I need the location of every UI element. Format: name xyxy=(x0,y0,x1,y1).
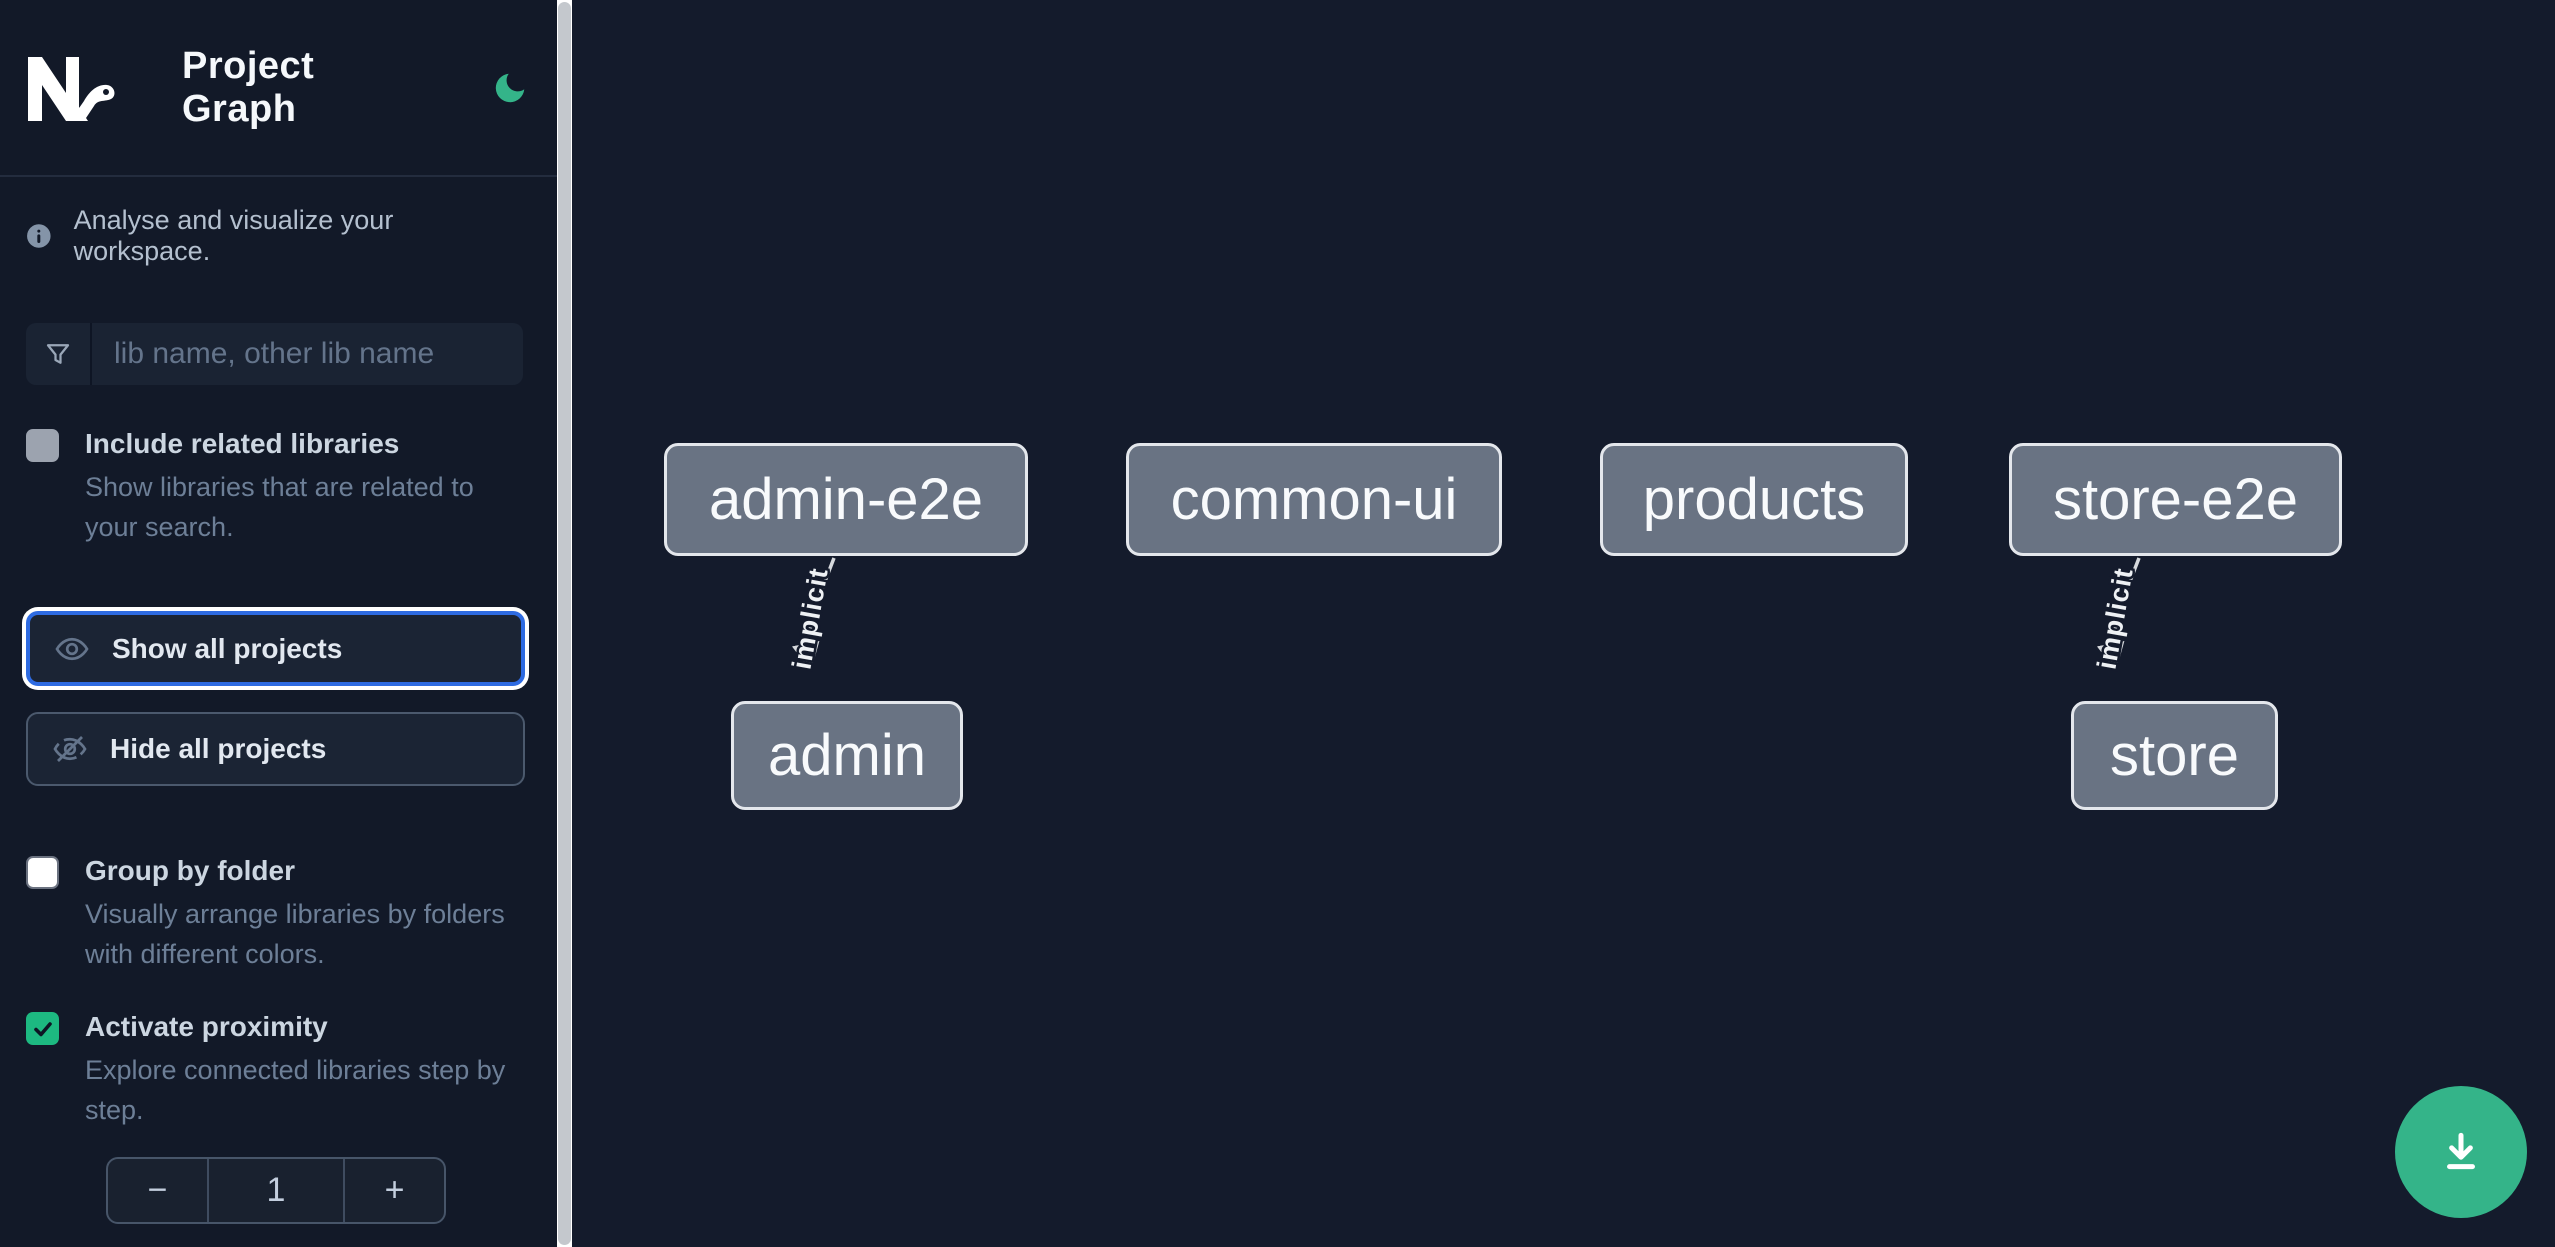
checkmark-icon xyxy=(33,1021,52,1036)
graph-node-store-e2e[interactable]: store-e2e xyxy=(2009,443,2342,556)
edge-store-e2e-store[interactable] xyxy=(2096,557,2141,672)
edge-label-implicit: implicit xyxy=(2091,565,2138,671)
graph-edges-layer: implicit implicit xyxy=(784,557,2141,674)
download-image-button[interactable] xyxy=(2395,1086,2527,1218)
intro-text: Analyse and visualize your workspace. xyxy=(73,205,394,266)
graph-node-common-ui[interactable]: common-ui xyxy=(1126,443,1502,556)
sidebar: Project Graph Analyse and visualize your… xyxy=(0,0,557,1247)
proximity-depth-stepper: − 1 + xyxy=(106,1157,446,1224)
graph-node-store[interactable]: store xyxy=(2071,701,2278,810)
option-label: Include related libraries xyxy=(85,428,400,459)
graph-node-admin[interactable]: admin xyxy=(731,701,963,810)
moon-icon xyxy=(496,73,525,102)
option-description: Show libraries that are related to your … xyxy=(85,472,474,542)
stepper-value: 1 xyxy=(207,1159,345,1222)
option-label: Group by folder xyxy=(85,855,295,886)
graph-node-products[interactable]: products xyxy=(1600,443,1908,556)
graph-canvas[interactable]: implicit implicit admin-e2e common-ui pr… xyxy=(572,0,2555,1247)
show-all-projects-button[interactable]: Show all projects xyxy=(26,611,525,686)
option-label: Activate proximity xyxy=(85,1011,328,1042)
page-title: Project Graph xyxy=(182,44,315,130)
theme-toggle-button[interactable] xyxy=(490,66,531,110)
search-input[interactable] xyxy=(92,323,523,385)
search-box xyxy=(26,323,523,385)
intro-row: Analyse and visualize your workspace. xyxy=(0,177,557,267)
option-activate-proximity: Activate proximity Explore connected lib… xyxy=(0,1010,557,1130)
checkbox-group-by-folder[interactable] xyxy=(26,856,59,889)
increment-button[interactable]: + xyxy=(345,1159,444,1222)
graph-node-admin-e2e[interactable]: admin-e2e xyxy=(664,443,1028,556)
edge-admin-e2e-admin[interactable] xyxy=(791,557,836,672)
eye-off-icon xyxy=(53,736,87,762)
download-icon xyxy=(2447,1132,2475,1170)
hide-all-projects-button[interactable]: Hide all projects xyxy=(26,712,525,786)
hide-all-projects-label: Hide all projects xyxy=(110,733,327,764)
option-description: Explore connected libraries step by step… xyxy=(85,1055,506,1125)
eye-icon xyxy=(55,637,89,660)
nx-logo xyxy=(28,56,115,121)
option-description: Visually arrange libraries by folders wi… xyxy=(85,899,505,969)
show-all-projects-label: Show all projects xyxy=(112,632,343,664)
option-group-by-folder: Group by folder Visually arrange librari… xyxy=(0,854,557,974)
option-include-related-libraries: Include related libraries Show libraries… xyxy=(0,427,557,547)
checkbox-include-related-libraries[interactable] xyxy=(26,429,59,462)
sidebar-scrollbar[interactable] xyxy=(557,0,572,1247)
edge-label-implicit: implicit xyxy=(786,565,833,671)
sidebar-header: Project Graph xyxy=(0,0,557,177)
info-icon xyxy=(27,224,51,248)
checkbox-activate-proximity[interactable] xyxy=(26,1012,59,1045)
decrement-button[interactable]: − xyxy=(108,1159,207,1222)
filter-funnel-icon xyxy=(26,323,92,385)
scrollbar-thumb[interactable] xyxy=(558,2,571,1245)
